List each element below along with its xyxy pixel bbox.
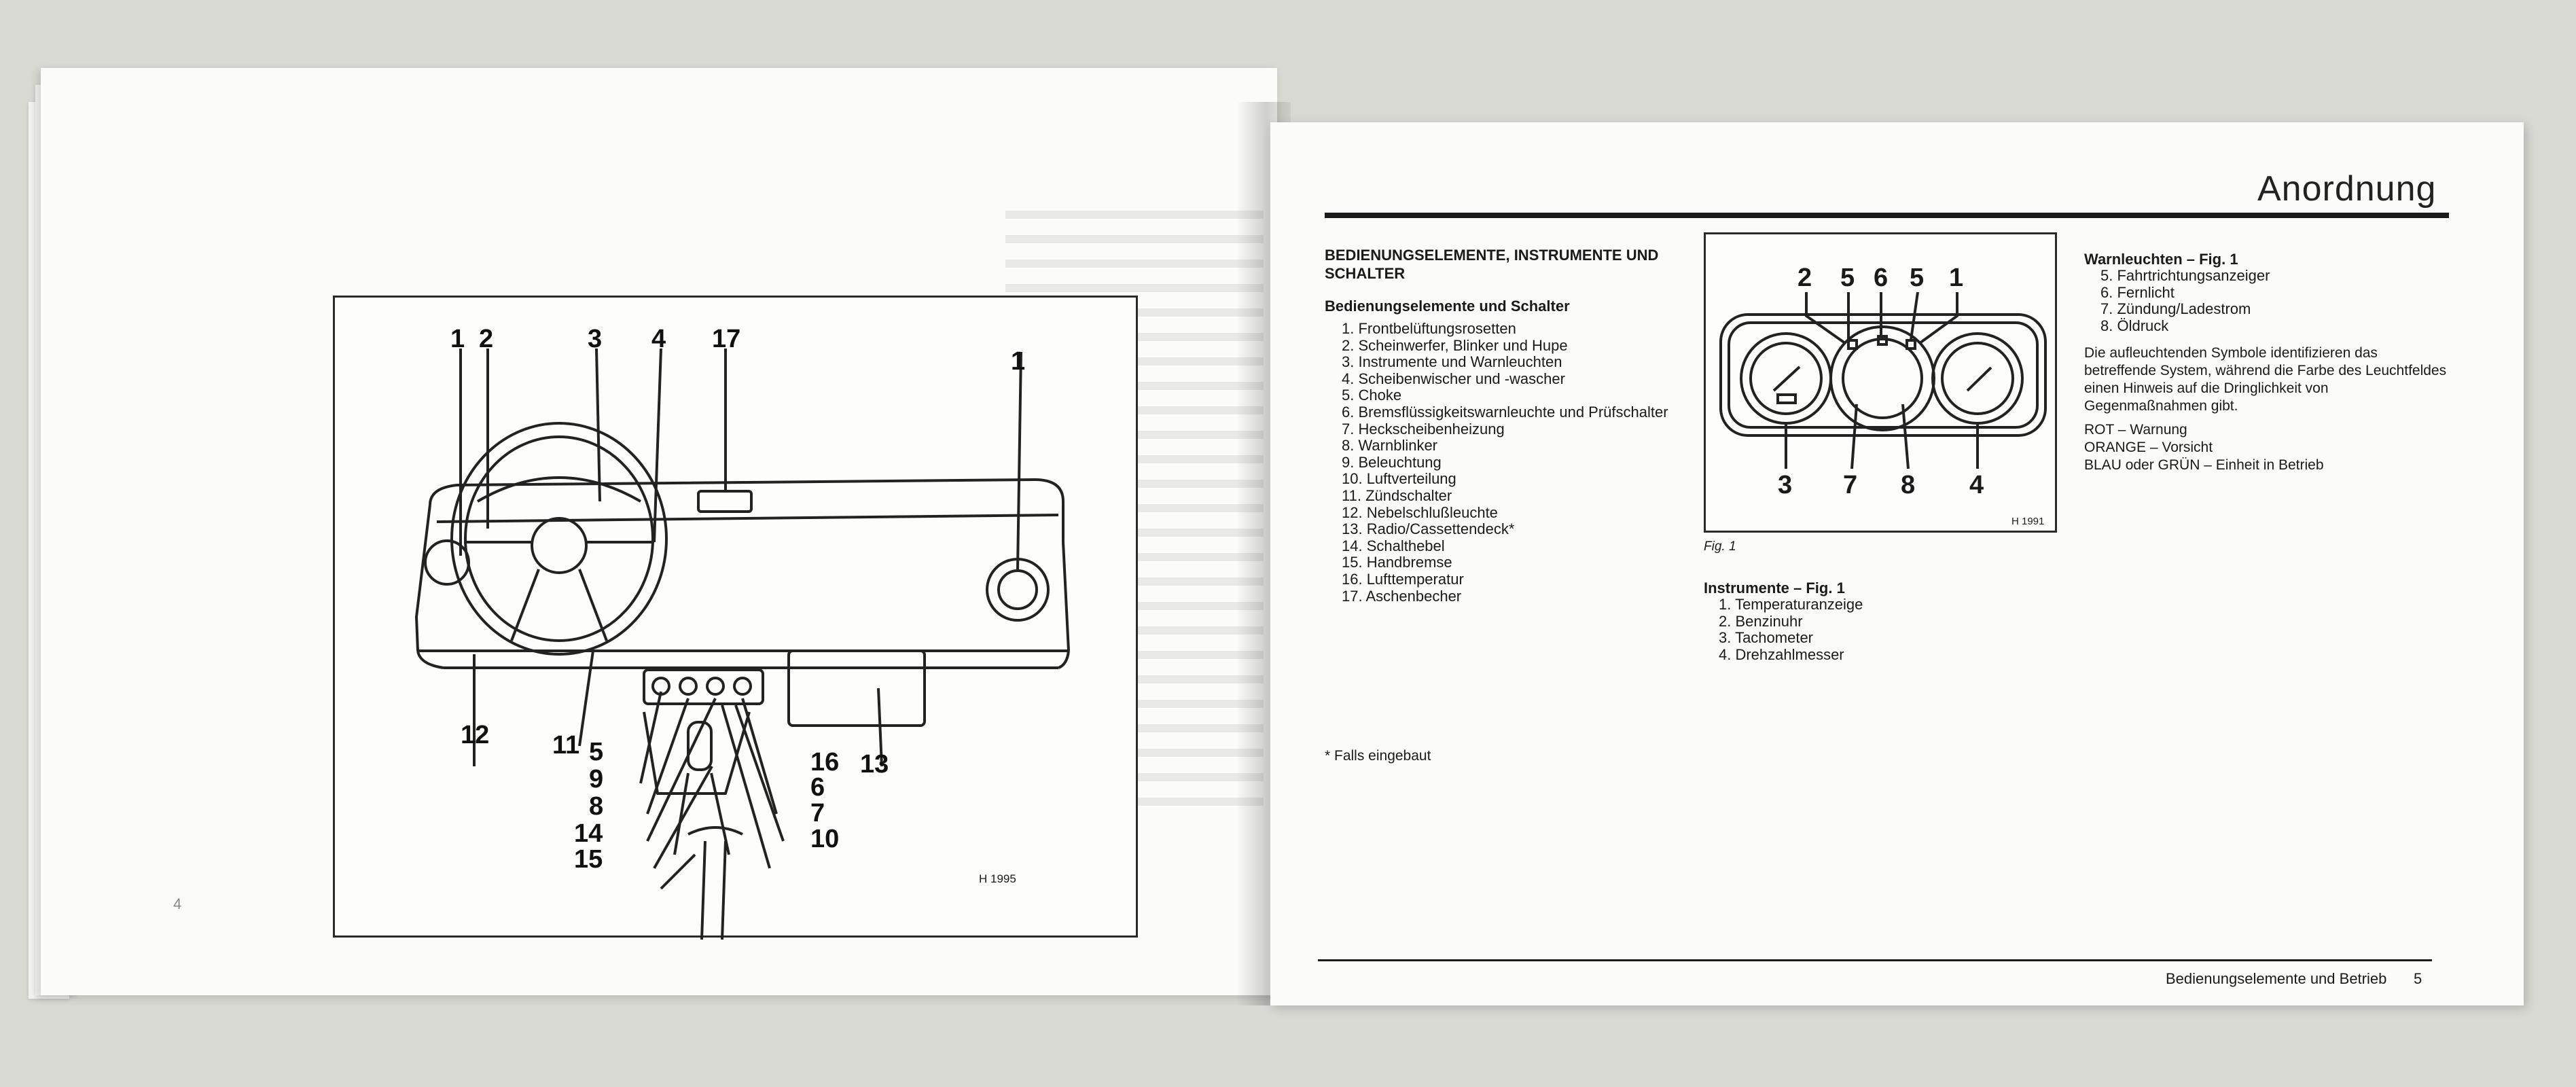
- gauge-callout-8: 8: [1901, 471, 1916, 499]
- callout-5: 5: [589, 738, 604, 766]
- callout-13: 13: [860, 750, 889, 779]
- callout-9: 9: [589, 765, 604, 794]
- list-item: 8. Warnblinker: [1342, 437, 1438, 455]
- right-page-number: 5: [2414, 970, 2422, 987]
- callout-12: 12: [461, 721, 490, 749]
- callout-14: 14: [574, 819, 603, 848]
- dashboard-drawing: [415, 348, 1070, 940]
- heading-rule: [1325, 213, 2449, 218]
- list-item: 4. Drehzahlmesser: [1719, 645, 1844, 663]
- gauge-callout-3: 3: [1778, 471, 1793, 499]
- footer-rule: [1318, 959, 2432, 961]
- footnote: * Falls eingebaut: [1325, 748, 1431, 764]
- color-code-red: ROT – Warnung: [2084, 422, 2187, 438]
- list-item: 6. Fernlicht: [2100, 283, 2175, 301]
- callout-7: 7: [810, 799, 825, 827]
- gauge-callout-4: 4: [1969, 471, 1984, 499]
- instruments-list: 1. Temperaturanzeige 2. Benzinuhr 3. Tac…: [1719, 596, 1990, 663]
- list-item: 8. Öldruck: [2100, 317, 2169, 334]
- figure-caption: Fig. 1: [1704, 539, 1736, 554]
- list-item: 5. Choke: [1342, 387, 1402, 404]
- list-item: 1. Frontbelüftungsrosetten: [1342, 320, 1516, 337]
- warning-paragraph: Die aufleuchtenden Symbole identifiziere…: [2084, 345, 2447, 414]
- callout-16: 16: [810, 748, 840, 777]
- list-item: 15. Handbremse: [1342, 554, 1452, 571]
- instruments-title: Instrumente – Fig. 1: [1704, 580, 1845, 596]
- color-code-blue-green: BLAU oder GRÜN – Einheit in Betrieb: [2084, 457, 2324, 473]
- footer-text: Bedienungselemente und Betrieb: [2166, 970, 2387, 987]
- instrument-cluster-drawing: [1719, 291, 2047, 469]
- gauge-callout-5-right: 5: [1910, 264, 1925, 292]
- list-item: 2. Scheinwerfer, Blinker und Hupe: [1342, 336, 1568, 354]
- callout-1-right: 1: [1011, 347, 1026, 376]
- callout-4: 4: [651, 325, 666, 353]
- list-item: 6. Bremsflüssigkeitswarnleuchte und Prüf…: [1342, 403, 1668, 421]
- list-item: 3. Tachometer: [1719, 629, 1814, 647]
- list-item: 7. Zündung/Ladestrom: [2100, 300, 2251, 318]
- section-title: BEDIENUNGSELEMENTE, INSTRUMENTE UND SCHA…: [1325, 247, 1659, 282]
- color-code-orange: ORANGE – Vorsicht: [2084, 440, 2213, 455]
- list-item: 5. Fahrtrichtungsanzeiger: [2100, 267, 2270, 284]
- list-item: 13. Radio/Cassettendeck*: [1342, 520, 1515, 538]
- list-item: 17. Aschenbecher: [1342, 587, 1462, 605]
- gauge-figure-code: H 1991: [2011, 516, 2045, 527]
- list-item: 7. Heckscheibenheizung: [1342, 420, 1505, 438]
- warning-title: Warnleuchten – Fig. 1: [2084, 251, 2238, 268]
- color-codes: ROT – Warnung ORANGE – Vorsicht BLAU ode…: [2084, 421, 2451, 474]
- gauge-callout-2: 2: [1797, 264, 1812, 292]
- list-item: 3. Instrumente und Warnleuchten: [1342, 353, 1562, 371]
- callout-15: 15: [574, 845, 603, 874]
- left-page-number: 4: [173, 895, 182, 912]
- callout-3: 3: [588, 325, 603, 353]
- callout-17: 17: [712, 325, 741, 353]
- page-heading: Anordnung: [2257, 169, 2437, 209]
- list-item: 4. Scheibenwischer und -wascher: [1342, 370, 1565, 387]
- left-page: 1 2 3 4 17 1 12 11 5 9 8 14 15 16 6 7 10…: [41, 68, 1277, 995]
- callout-8: 8: [589, 792, 604, 821]
- controls-list: 1. Frontbelüftungsrosetten 2. Scheinwerf…: [1342, 320, 1695, 605]
- callout-10: 10: [810, 825, 840, 853]
- gauge-callout-1: 1: [1949, 264, 1964, 292]
- callout-11: 11: [552, 731, 580, 760]
- list-item: 14. Schalthebel: [1342, 537, 1445, 554]
- right-page: Anordnung BEDIENUNGSELEMENTE, INSTRUMENT…: [1270, 122, 2524, 1005]
- list-item: 12. Nebelschlußleuchte: [1342, 503, 1498, 521]
- list-item: 10. Luftverteilung: [1342, 470, 1456, 488]
- controls-title: Bedienungselemente und Schalter: [1325, 298, 1570, 315]
- callout-1-left: 1: [450, 325, 465, 353]
- list-item: 2. Benzinuhr: [1719, 612, 1803, 630]
- instrument-cluster-figure: 2 5 6 5 1 3 7 8 4 H 1991: [1704, 232, 2057, 533]
- figure-code: H 1995: [979, 872, 1016, 885]
- gauge-callout-6: 6: [1874, 264, 1889, 292]
- warning-list: 5. Fahrtrichtungsanzeiger 6. Fernlicht 7…: [2100, 267, 2386, 334]
- callout-2: 2: [479, 325, 494, 353]
- callout-6: 6: [810, 773, 825, 802]
- dashboard-figure: 1 2 3 4 17 1 12 11 5 9 8 14 15 16 6 7 10…: [333, 296, 1138, 940]
- list-item: 1. Temperaturanzeige: [1719, 596, 1863, 613]
- gauge-callout-7: 7: [1843, 471, 1858, 499]
- list-item: 11. Zündschalter: [1342, 486, 1452, 504]
- list-item: 16. Lufttemperatur: [1342, 570, 1464, 588]
- list-item: 9. Beleuchtung: [1342, 453, 1442, 471]
- gauge-callout-5-left: 5: [1840, 264, 1855, 292]
